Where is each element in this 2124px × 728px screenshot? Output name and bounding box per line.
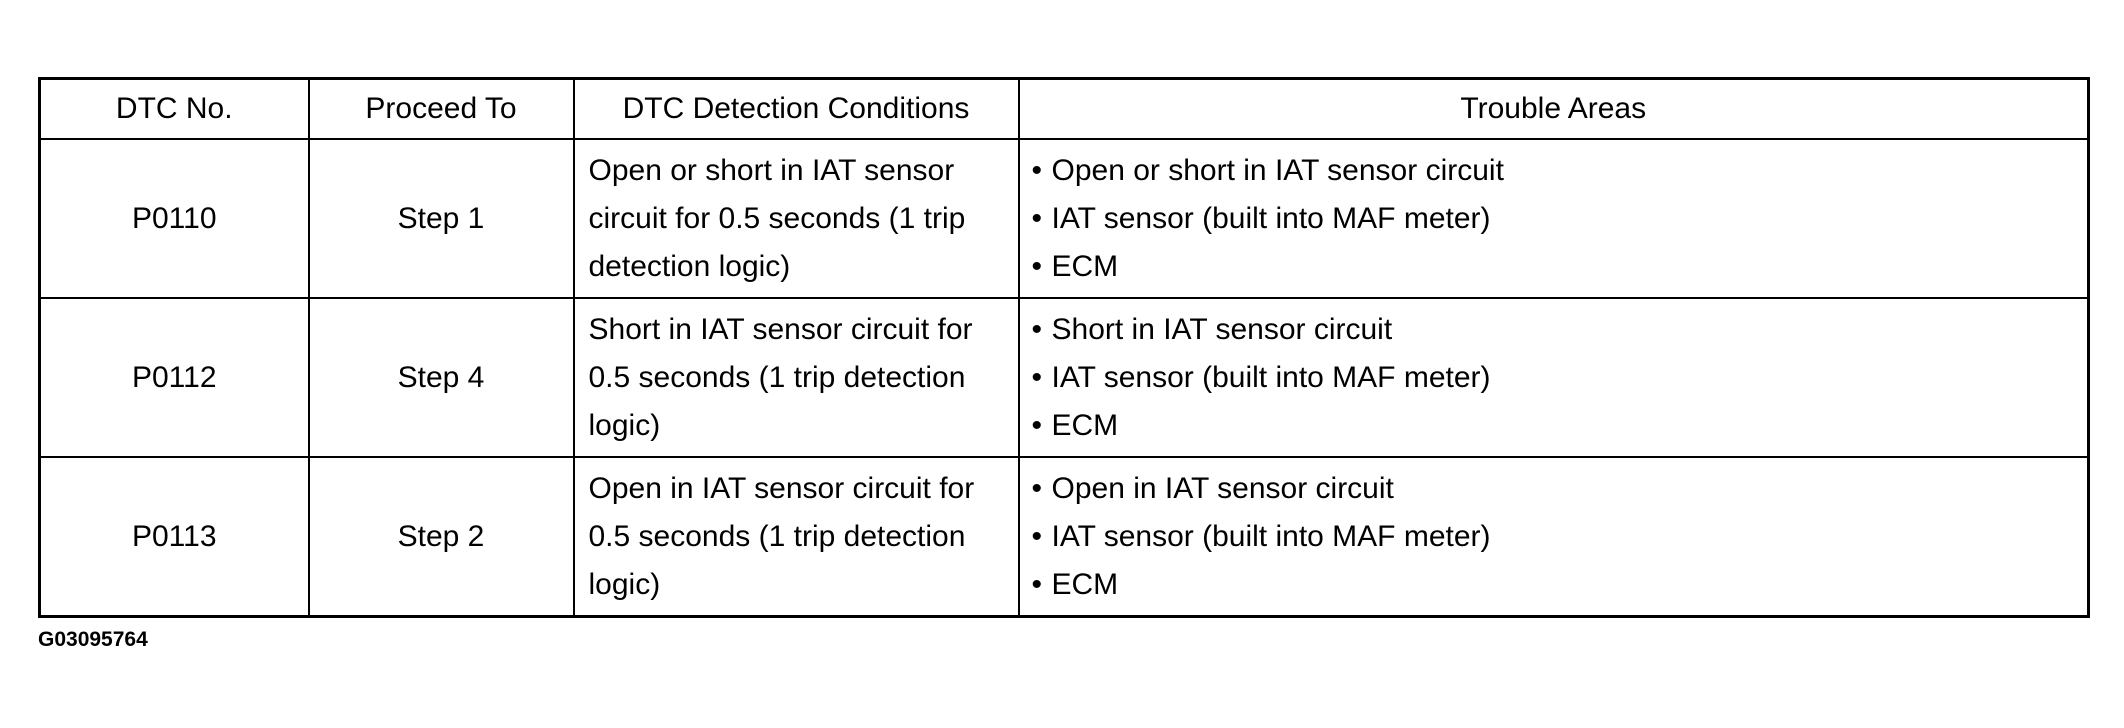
trouble-area-text: IAT sensor (built into MAF meter): [1051, 519, 1491, 553]
trouble-area-text: ECM: [1051, 408, 1119, 442]
trouble-areas-list: •Open or short in IAT sensor circuit •IA…: [1032, 147, 2088, 291]
dtc-code: P0110: [38, 138, 310, 299]
list-item: •IAT sensor (built into MAF meter): [1032, 354, 2088, 402]
trouble-areas-cell: •Open in IAT sensor circuit •IAT sensor …: [1017, 456, 2090, 618]
bullet-icon: •: [1031, 567, 1043, 601]
list-item: •Open in IAT sensor circuit: [1032, 465, 2088, 513]
list-item: •Open or short in IAT sensor circuit: [1032, 147, 2088, 195]
detection-condition: Open or short in IAT sensor circuit for …: [572, 138, 1020, 299]
bullet-icon: •: [1031, 360, 1043, 394]
bullet-icon: •: [1031, 471, 1043, 505]
dtc-code: P0112: [38, 297, 310, 458]
trouble-area-text: Open in IAT sensor circuit: [1051, 471, 1394, 505]
list-item: •IAT sensor (built into MAF meter): [1032, 195, 2088, 243]
bullet-icon: •: [1031, 153, 1043, 187]
dtc-table: DTC No. Proceed To DTC Detection Conditi…: [38, 77, 2090, 618]
bullet-icon: •: [1031, 408, 1043, 442]
proceed-step: Step 4: [307, 297, 575, 458]
bullet-icon: •: [1031, 312, 1043, 346]
header-detection-conditions: DTC Detection Conditions: [572, 77, 1020, 140]
header-trouble-areas: Trouble Areas: [1017, 77, 2090, 140]
trouble-areas-list: •Short in IAT sensor circuit •IAT sensor…: [1032, 306, 2088, 450]
list-item: •Short in IAT sensor circuit: [1032, 306, 2088, 354]
list-item: •ECM: [1032, 561, 2088, 609]
table-row: P0112 Step 4 Short in IAT sensor circuit…: [38, 297, 2090, 458]
list-item: •ECM: [1032, 402, 2088, 450]
list-item: •IAT sensor (built into MAF meter): [1032, 513, 2088, 561]
table-header: DTC No. Proceed To DTC Detection Conditi…: [38, 77, 2090, 140]
bullet-icon: •: [1031, 519, 1043, 553]
bullet-icon: •: [1031, 201, 1043, 235]
table-row: P0110 Step 1 Open or short in IAT sensor…: [38, 138, 2090, 299]
trouble-areas-cell: •Open or short in IAT sensor circuit •IA…: [1017, 138, 2090, 299]
list-item: •ECM: [1032, 243, 2088, 291]
table-body: P0110 Step 1 Open or short in IAT sensor…: [38, 138, 2090, 618]
trouble-areas-list: •Open in IAT sensor circuit •IAT sensor …: [1032, 465, 2088, 609]
trouble-areas-cell: •Short in IAT sensor circuit •IAT sensor…: [1017, 297, 2090, 458]
detection-condition: Short in IAT sensor circuit for 0.5 seco…: [572, 297, 1020, 458]
trouble-area-text: IAT sensor (built into MAF meter): [1051, 201, 1491, 235]
header-row: DTC No. Proceed To DTC Detection Conditi…: [38, 77, 2090, 140]
bullet-icon: •: [1031, 249, 1043, 283]
proceed-step: Step 1: [307, 138, 575, 299]
proceed-step: Step 2: [307, 456, 575, 618]
trouble-area-text: Short in IAT sensor circuit: [1051, 312, 1393, 346]
detection-condition: Open in IAT sensor circuit for 0.5 secon…: [572, 456, 1020, 618]
trouble-area-text: Open or short in IAT sensor circuit: [1051, 153, 1504, 187]
trouble-area-text: ECM: [1051, 249, 1119, 283]
trouble-area-text: ECM: [1051, 567, 1119, 601]
header-dtc-no: DTC No.: [38, 77, 310, 140]
figure-id: G03095764: [38, 628, 148, 651]
trouble-area-text: IAT sensor (built into MAF meter): [1051, 360, 1491, 394]
dtc-code: P0113: [38, 456, 310, 618]
table-row: P0113 Step 2 Open in IAT sensor circuit …: [38, 456, 2090, 618]
header-proceed-to: Proceed To: [307, 77, 575, 140]
